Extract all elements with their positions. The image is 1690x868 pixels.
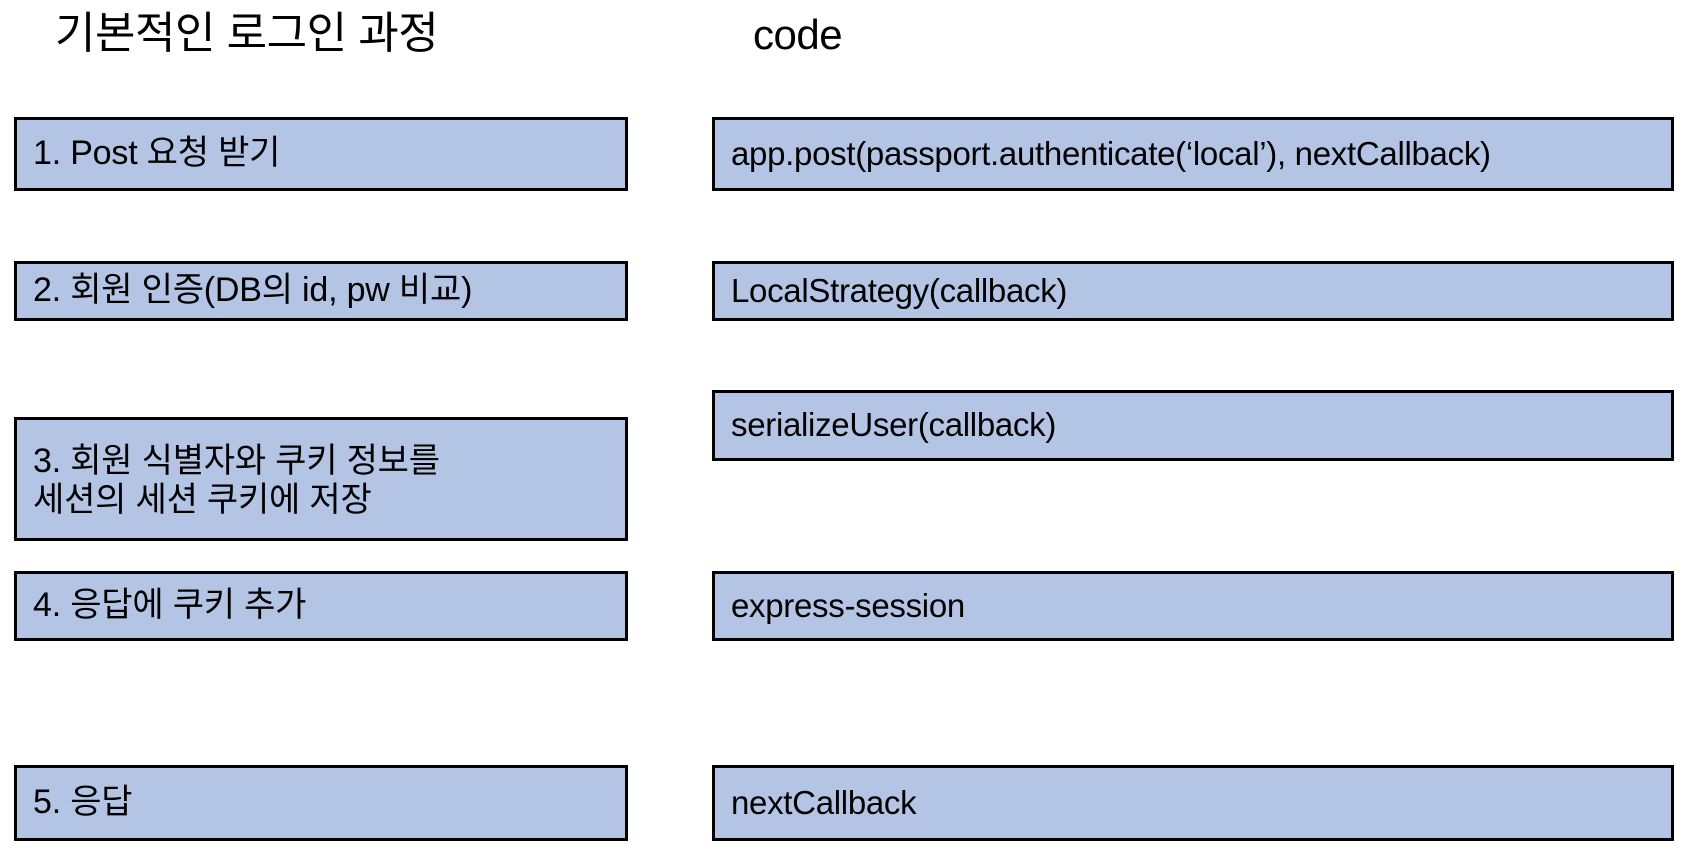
code-column-heading: code xyxy=(753,11,843,58)
code-step-label-2: LocalStrategy(callback) xyxy=(731,271,1068,309)
code-step-box-2: LocalStrategy(callback) xyxy=(712,261,1674,321)
process-step-box-1: 1. Post 요청 받기 xyxy=(14,117,628,191)
process-step-label-2: 2. 회원 인증(DB의 id, pw 비교) xyxy=(33,271,473,310)
process-step-box-5: 5. 응답 xyxy=(14,765,628,841)
code-step-box-1: app.post(passport.authenticate(‘local’),… xyxy=(712,117,1674,191)
process-step-label-4: 4. 응답에 쿠키 추가 xyxy=(33,586,307,625)
code-step-box-5: nextCallback xyxy=(712,765,1674,841)
code-step-box-4: express-session xyxy=(712,571,1674,641)
code-step-label-4: express-session xyxy=(731,586,965,624)
process-step-label-3: 3. 회원 식별자와 쿠키 정보를 세션의 세션 쿠키에 저장 xyxy=(33,441,440,519)
process-column-heading: 기본적인 로그인 과정 xyxy=(55,9,439,58)
code-step-label-3: serializeUser(callback) xyxy=(731,406,1057,444)
code-step-box-3: serializeUser(callback) xyxy=(712,390,1674,461)
code-step-label-5: nextCallback xyxy=(731,783,917,821)
process-step-box-4: 4. 응답에 쿠키 추가 xyxy=(14,571,628,641)
process-step-box-2: 2. 회원 인증(DB의 id, pw 비교) xyxy=(14,261,628,321)
process-step-box-3: 3. 회원 식별자와 쿠키 정보를 세션의 세션 쿠키에 저장 xyxy=(14,417,628,541)
code-step-label-1: app.post(passport.authenticate(‘local’),… xyxy=(731,134,1491,172)
process-step-label-5: 5. 응답 xyxy=(33,783,133,822)
process-step-label-1: 1. Post 요청 받기 xyxy=(33,134,281,173)
